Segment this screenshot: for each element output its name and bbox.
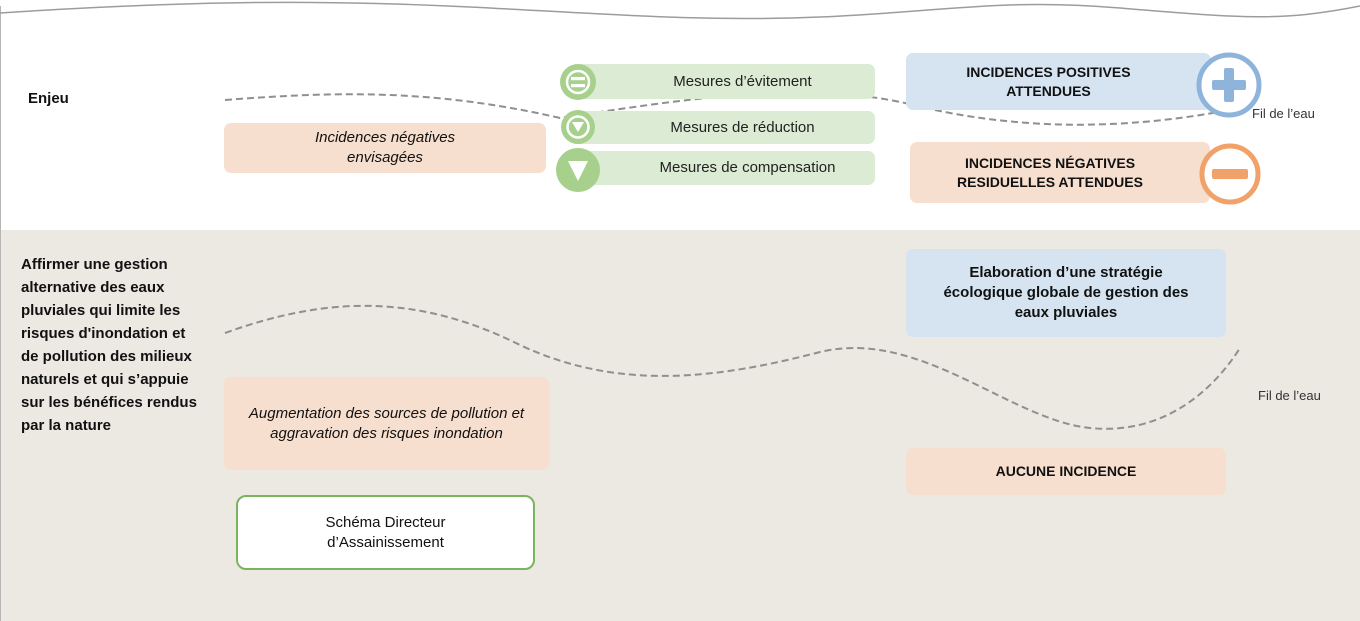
fil-de-leau-header: Fil de l’eau [1252, 106, 1315, 121]
incidences-residuelles-header: INCIDENCES NÉGATIVES RESIDUELLES ATTENDU… [910, 142, 1210, 203]
mesure-compensation: Mesures de compensation [570, 151, 875, 185]
header-fil-de-leau-curve [224, 91, 1241, 126]
small-down-triangle-icon [561, 110, 595, 144]
plus-circle-icon [1196, 52, 1262, 118]
enjeu-text: Affirmer une gestion alternative des eau… [21, 256, 197, 434]
mesure-reduction: Mesures de réduction [570, 111, 875, 144]
incidences-negatives-header: Incidences négatives envisagées [224, 123, 546, 173]
left-border [0, 6, 7, 621]
equals-icon [560, 64, 596, 100]
incidences-positives-header: INCIDENCES POSITIVES ATTENDUES [906, 53, 1211, 110]
down-triangle-icon [556, 148, 600, 192]
mesure-icons [556, 64, 600, 192]
incidence-positive-row: Elaboration d’une stratégie écologique g… [906, 249, 1226, 337]
fil-de-leau-row: Fil de l’eau [1258, 388, 1321, 403]
plan-box: Schéma Directeur d’Assainissement [236, 495, 535, 570]
mesure-evitement: Mesures d’évitement [570, 64, 875, 99]
incidences-negatives-row: Augmentation des sources de pollution et… [224, 377, 549, 470]
incidence-residuelle-row: AUCUNE INCIDENCE [906, 448, 1226, 495]
minus-circle-icon [1199, 143, 1261, 205]
top-wave-border [0, 1, 1360, 20]
row-fil-de-leau-curve [224, 304, 1241, 430]
enjeu-label: Enjeu [28, 90, 69, 107]
